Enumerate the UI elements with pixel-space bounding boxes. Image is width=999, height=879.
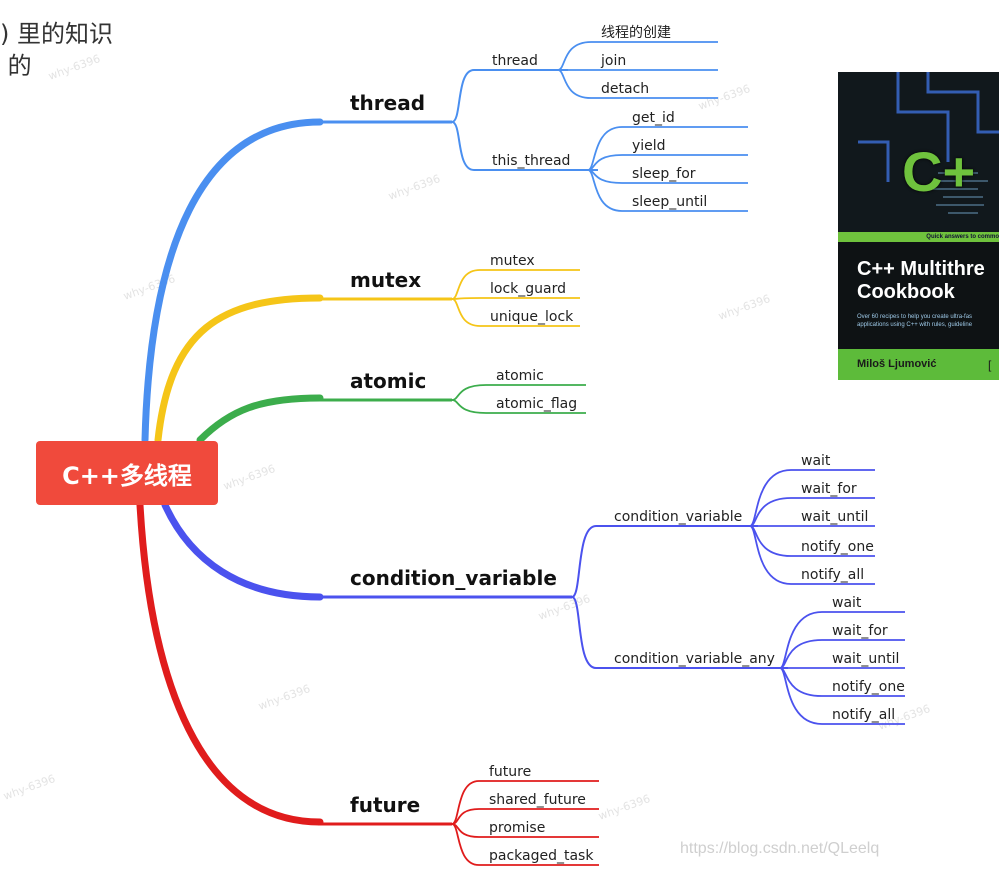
- leaf-node[interactable]: join: [600, 53, 626, 69]
- leaf-node[interactable]: atomic_flag: [496, 396, 577, 412]
- watermark-tag: why-6396: [257, 682, 312, 713]
- leaf-connector: [587, 154, 748, 171]
- leaf-node[interactable]: notify_all: [832, 707, 895, 723]
- leaf-connector: [451, 808, 599, 825]
- leaf-node[interactable]: sleep_for: [632, 166, 696, 182]
- branch-node-atomic[interactable]: atomic: [350, 369, 426, 393]
- leaf-connector: [557, 41, 718, 71]
- cover-bracket: [: [988, 358, 992, 372]
- leaf-node[interactable]: wait_for: [832, 623, 888, 639]
- branch-atomic: atomic atomic atomic_flag: [196, 368, 586, 444]
- branch-node-future[interactable]: future: [350, 793, 420, 817]
- leaf-node[interactable]: shared_future: [489, 792, 586, 808]
- cover-author-bar: [838, 349, 999, 380]
- leaf-connector: [451, 298, 580, 327]
- cover-title: C++ Multithre Cookbook: [857, 258, 985, 303]
- branch-connector: [136, 501, 324, 826]
- watermark-tag: why-6396: [717, 292, 772, 323]
- book-cover-image: C+ Quick answers to commo C++ Multithre …: [838, 72, 999, 380]
- cover-blurb: Over 60 recipes to help you create ultra…: [857, 314, 973, 328]
- leaf-connector: [749, 525, 875, 585]
- group-node-thread[interactable]: thread: [492, 53, 538, 69]
- branch-connector: [141, 118, 324, 444]
- leaf-node[interactable]: sleep_until: [632, 194, 707, 210]
- leaf-connector: [451, 823, 599, 866]
- root-label: C++多线程: [62, 461, 192, 490]
- branch-mutex: mutex mutex lock_guard unique_lock: [154, 253, 580, 444]
- branch-connector: [161, 501, 324, 601]
- watermark-tag: why-6396: [222, 462, 277, 493]
- leaf-node[interactable]: unique_lock: [490, 309, 574, 325]
- leaf-node[interactable]: wait_until: [801, 509, 868, 525]
- leaf-node[interactable]: detach: [601, 81, 649, 97]
- branch-condition_variable: condition_variablecondition_variablewait…: [161, 453, 905, 725]
- watermark-url: https://blog.csdn.net/QLeelq: [680, 840, 880, 857]
- cover-strip: Quick answers to commo: [838, 232, 999, 242]
- leaf-node[interactable]: future: [489, 764, 531, 780]
- branch-node-condition_variable[interactable]: condition_variable: [350, 566, 557, 590]
- leaf-node[interactable]: lock_guard: [490, 281, 566, 297]
- leaf-node[interactable]: packaged_task: [489, 848, 594, 864]
- group-connector: [571, 525, 758, 598]
- leaf-node[interactable]: notify_one: [832, 679, 905, 695]
- leaf-node[interactable]: get_id: [632, 110, 675, 126]
- branch-node-thread[interactable]: thread: [350, 91, 425, 115]
- leaf-connector: [779, 639, 905, 669]
- branch-node-mutex[interactable]: mutex: [350, 268, 421, 292]
- leaf-connector: [451, 269, 580, 300]
- cover-art: [838, 72, 999, 232]
- caption-line1: ) 里的知识: [0, 20, 113, 48]
- leaf-connector: [779, 667, 905, 725]
- leaf-connector: [451, 384, 586, 401]
- watermark-tag: why-6396: [387, 172, 442, 203]
- leaf-node[interactable]: mutex: [490, 253, 535, 269]
- leaf-node[interactable]: notify_all: [801, 567, 864, 583]
- leaf-node[interactable]: yield: [632, 138, 666, 154]
- leaf-connector: [587, 169, 748, 212]
- root-node[interactable]: C++多线程: [36, 441, 218, 505]
- leaf-node[interactable]: promise: [489, 820, 545, 836]
- leaf-connector: [451, 399, 586, 414]
- leaf-node[interactable]: notify_one: [801, 539, 874, 555]
- leaf-connector: [587, 126, 748, 171]
- leaf-node[interactable]: wait: [832, 595, 862, 611]
- leaf-node[interactable]: atomic: [496, 368, 544, 384]
- cover-big-letters: C+: [902, 140, 976, 203]
- caption-line2: 的: [7, 52, 32, 80]
- watermark-tag: why-6396: [122, 272, 177, 303]
- group-node-this_thread[interactable]: this_thread: [492, 153, 570, 169]
- leaf-node[interactable]: wait_until: [832, 651, 899, 667]
- leaf-node[interactable]: wait: [801, 453, 831, 469]
- leaf-node[interactable]: wait_for: [801, 481, 857, 497]
- group-connector: [571, 596, 788, 669]
- leaf-connector: [451, 297, 580, 300]
- branch-thread: thread thread 线程的创建 join detach this_thread ge…: [141, 25, 748, 444]
- leaf-connector: [749, 497, 875, 527]
- branch-connector: [154, 294, 324, 444]
- cropped-caption: ) 里的知识 的: [0, 18, 113, 82]
- leaf-node[interactable]: 线程的创建: [601, 25, 671, 41]
- cover-author: Miloš Ljumović: [857, 358, 937, 370]
- watermark-tag: why-6396: [47, 52, 102, 83]
- branch-connector: [196, 394, 324, 444]
- group-node-condition_variable[interactable]: condition_variable: [614, 509, 742, 525]
- group-connector: [451, 69, 568, 123]
- watermark-tag: why-6396: [2, 772, 57, 803]
- mindmap-branches: thread thread 线程的创建 join detach this_thread ge…: [136, 25, 905, 866]
- group-node-condition_variable_any[interactable]: condition_variable_any: [614, 651, 775, 667]
- leaf-connector: [557, 69, 718, 99]
- group-connector: [451, 121, 598, 171]
- watermark-tag: why-6396: [597, 792, 652, 823]
